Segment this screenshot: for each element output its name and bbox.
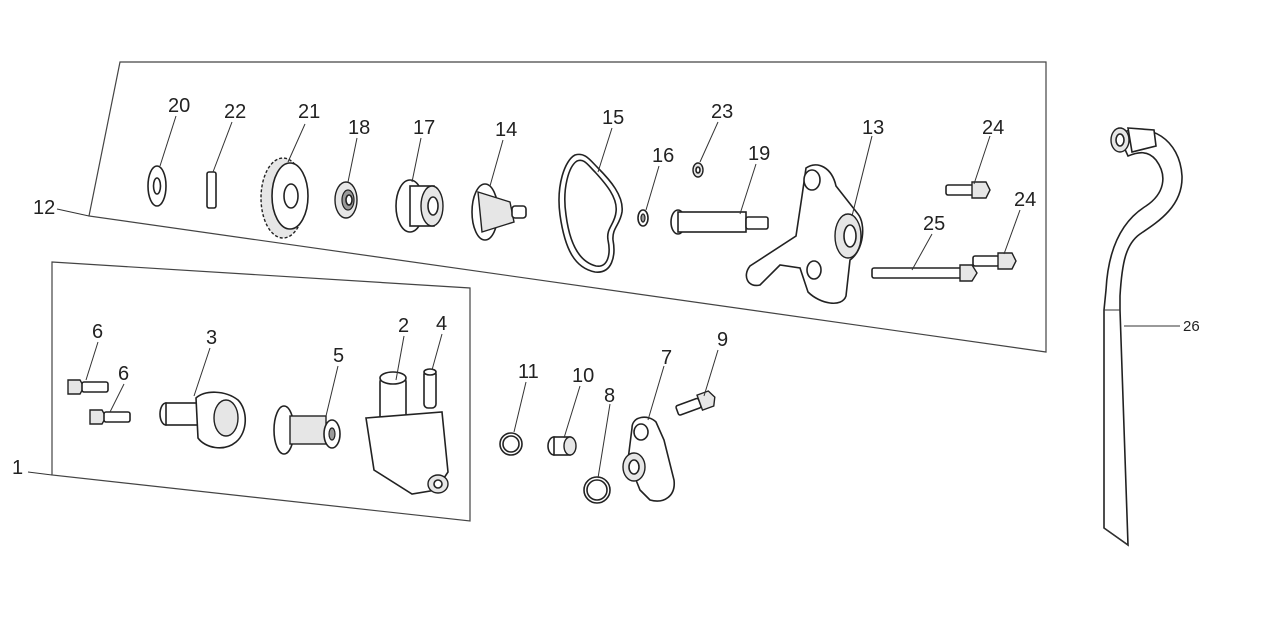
part-14-impeller	[471, 183, 527, 241]
leader-3	[193, 347, 211, 397]
label-21: 21	[298, 101, 320, 123]
leader-18	[347, 137, 358, 183]
leader-15	[597, 127, 613, 173]
leader-5	[325, 365, 339, 417]
label-4: 4	[436, 313, 447, 335]
label-16: 16	[652, 145, 674, 167]
label-15: 15	[602, 107, 624, 129]
part-8-o-ring	[583, 476, 611, 504]
leader-8	[597, 403, 611, 479]
part-2-thermostat-housing	[365, 371, 449, 495]
part-23-washer	[692, 162, 704, 178]
leader-7	[647, 365, 665, 421]
part-22-pin	[206, 171, 217, 209]
part-13-pump-cover	[745, 164, 864, 304]
leader-9	[703, 349, 719, 397]
part-24-bolt-upper	[945, 181, 991, 199]
leader-19	[739, 163, 757, 215]
leader-24b	[1003, 209, 1021, 255]
leader-23	[699, 121, 719, 163]
leader-20	[159, 115, 177, 167]
label-23: 23	[711, 101, 733, 123]
label-22: 22	[224, 101, 246, 123]
part-18-seal	[334, 181, 358, 219]
label-1: 1	[12, 457, 23, 479]
leader-21	[287, 123, 306, 163]
label-6b: 6	[118, 363, 129, 385]
part-6-bolt-lower	[89, 409, 131, 425]
leader-25	[911, 233, 933, 271]
part-24-bolt-lower	[972, 252, 1017, 270]
label-12: 12	[33, 197, 55, 219]
group-1-frame	[51, 261, 471, 522]
leader-11	[513, 381, 527, 433]
label-10: 10	[572, 365, 594, 387]
part-16-small-washer	[637, 209, 649, 227]
label-24b: 24	[1014, 189, 1036, 211]
part-11-o-ring	[499, 432, 523, 456]
label-25: 25	[923, 213, 945, 235]
part-20-washer	[147, 165, 167, 207]
label-7: 7	[661, 347, 672, 369]
label-14: 14	[495, 119, 517, 141]
label-8: 8	[604, 385, 615, 407]
leader-2	[395, 335, 405, 381]
label-17: 17	[413, 117, 435, 139]
part-25-long-bolt	[871, 264, 978, 282]
part-10-collar	[547, 436, 577, 456]
part-9-bolt	[675, 390, 716, 416]
leader-14	[489, 139, 504, 187]
label-2: 2	[398, 315, 409, 337]
label-5: 5	[333, 345, 344, 367]
label-26: 26	[1183, 318, 1200, 335]
label-6a: 6	[92, 321, 103, 343]
part-5-thermostat	[273, 405, 341, 455]
part-21-gear	[260, 157, 309, 239]
label-19: 19	[748, 143, 770, 165]
part-17-mechanical-seal	[395, 179, 444, 233]
leader-24a	[973, 135, 991, 185]
leader-17	[411, 137, 422, 183]
leader-1	[27, 471, 53, 476]
label-13: 13	[862, 117, 884, 139]
part-15-gasket	[558, 153, 623, 273]
part-3-thermostat-cover	[159, 391, 247, 449]
group-12-frame	[88, 61, 1047, 353]
leader-10	[563, 385, 581, 439]
leader-12	[56, 208, 90, 217]
leader-6b	[109, 383, 125, 413]
label-18: 18	[348, 117, 370, 139]
label-9: 9	[717, 329, 728, 351]
part-7-pipe-elbow	[622, 416, 675, 502]
label-3: 3	[206, 327, 217, 349]
leader-13	[851, 135, 873, 217]
part-19-shaft	[670, 209, 769, 235]
part-6-bolt-upper	[67, 379, 109, 395]
label-20: 20	[168, 95, 190, 117]
leader-4	[431, 333, 443, 371]
leader-6a	[85, 341, 99, 381]
label-24a: 24	[982, 117, 1004, 139]
label-11: 11	[518, 361, 539, 383]
leader-16	[645, 165, 660, 211]
part-26-hose	[1103, 127, 1183, 547]
part-4-fitting	[423, 368, 437, 409]
leader-22	[212, 121, 233, 173]
